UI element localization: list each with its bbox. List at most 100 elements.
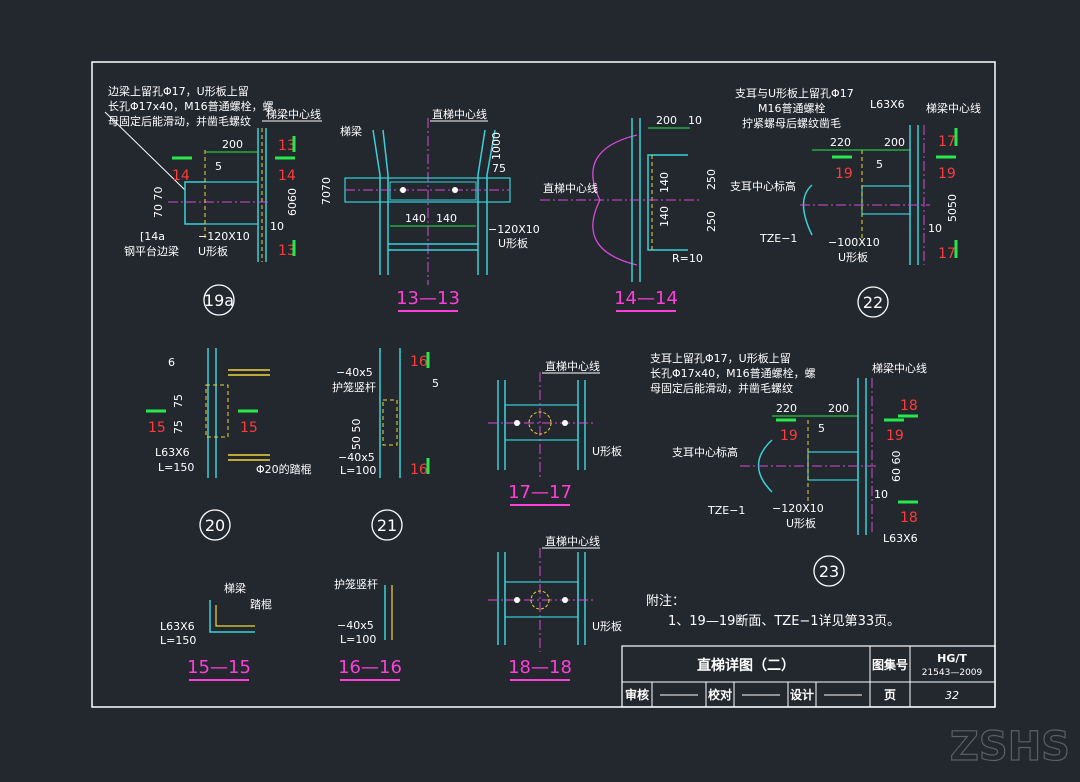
atlas-number-line2: 21543—2009 — [922, 668, 983, 678]
lug-level-label: 支耳中心标高 — [730, 179, 796, 193]
drawing-title: 直梯详图（二） — [697, 657, 795, 674]
plate-label: −120X10 — [198, 230, 250, 243]
detail-number: 23 — [819, 562, 839, 581]
note-22-line2: M16普通螺栓 — [758, 101, 826, 115]
stringer-right — [486, 129, 496, 275]
u-plate — [389, 181, 477, 201]
detail-bubble — [857, 286, 889, 318]
section-14-14: 直梯中心线 200 10 250 250 140 140 R=10 14—14 — [540, 114, 718, 312]
dim-7070: 7070 — [320, 177, 333, 205]
dim-140: 140 — [405, 212, 426, 225]
angle-label: L63X6 — [155, 446, 190, 459]
notes: 附注： 1、19—19断面、TZE−1详见第33页。 — [646, 594, 900, 629]
angle-label: L63X6 — [160, 620, 195, 633]
dim-200: 200 — [884, 136, 905, 149]
u-plate-label: U形板 — [592, 444, 622, 458]
note-19a-line1: 边梁上留孔Φ17，U形板上留 — [108, 84, 249, 98]
dim-200: 200 — [656, 114, 677, 127]
radius-label: R=10 — [672, 252, 703, 265]
centerline-label: 直梯中心线 — [545, 534, 600, 548]
title-block-frame — [621, 645, 996, 708]
notes-line-1: 1、19—19断面、TZE−1详见第33页。 — [668, 614, 900, 629]
plate-label: −120X10 — [488, 223, 540, 236]
bolt — [514, 597, 520, 603]
atlas-number-line1: HG/T — [937, 652, 967, 665]
angle-label: L63X6 — [883, 532, 918, 545]
section-mark-19: 19 — [886, 428, 904, 444]
length-label: L=150 — [158, 461, 194, 474]
section-title: 18—18 — [508, 657, 572, 678]
detail-number: 20 — [205, 516, 225, 535]
section-mark-13: 13 — [278, 138, 296, 154]
angle-plate — [205, 384, 229, 438]
check-label: 校对 — [708, 687, 732, 702]
flat-label: −40x5 — [336, 366, 373, 379]
angle-label: L63X6 — [870, 98, 905, 111]
u-plate-label: U形板 — [838, 250, 868, 264]
edge-beam-label: 钢平台边梁 — [124, 244, 179, 258]
dim-5: 5 — [818, 422, 825, 435]
rail-label: 护笼竖杆 — [332, 380, 376, 394]
dim-200: 200 — [828, 402, 849, 415]
detail-number: 21 — [377, 516, 397, 535]
dim-1000: 1000 — [490, 132, 503, 160]
rail-label: 护笼竖杆 — [334, 577, 378, 591]
dim-140: 140 — [436, 212, 457, 225]
section-15-15: 梯梁 踏棍 L63X6 L=150 15—15 — [160, 581, 272, 681]
centerline-label: 直梯中心线 — [543, 181, 598, 195]
dim-10: 10 — [270, 220, 284, 233]
notes-heading: 附注： — [646, 594, 685, 609]
title-block: 直梯详图（二） 图集号 HG/T 21543—2009 审核 校对 设计 页 3… — [621, 645, 996, 708]
dim-75: 75 — [172, 394, 185, 408]
review-label: 审核 — [625, 687, 649, 702]
tze-label: TZE−1 — [707, 504, 745, 517]
detail-bubble — [199, 509, 231, 541]
bolt — [514, 420, 520, 426]
detail-22: 支耳与U形板上留孔Φ17 M16普通螺栓 拧紧螺母后螺纹凿毛 L63X6 梯梁中… — [730, 86, 981, 318]
dim-5050: 5050 — [946, 194, 959, 222]
page-label: 页 — [884, 688, 896, 702]
rung-label: Φ20的踏棍 — [256, 462, 312, 476]
detail-20: 6 75 75 15 15 L63X6 L=150 Φ20的踏棍 20 — [146, 348, 312, 541]
section-13-13: 梯梁 直梯中心线 1000 75 7070 140 140 −120X10 U形… — [320, 107, 540, 312]
dim-10: 10 — [928, 222, 942, 235]
dim-5: 5 — [215, 160, 222, 173]
section-mark-19: 19 — [780, 428, 798, 444]
plate-label: −120X10 — [772, 502, 824, 515]
section-mark-18: 18 — [900, 398, 918, 414]
section-title: 14—14 — [614, 288, 678, 309]
centerline-label: 梯梁中心线 — [266, 107, 321, 121]
bolt — [562, 597, 568, 603]
angle-section — [209, 600, 255, 633]
bolt — [400, 187, 406, 193]
bolt — [562, 420, 568, 426]
flat-label: −40x5 — [338, 451, 375, 464]
section-18-18: 直梯中心线 U形板 18—18 — [488, 534, 622, 681]
dim-75: 75 — [492, 162, 506, 175]
section-mark-17: 17 — [938, 134, 956, 150]
length-label: L=100 — [340, 633, 376, 646]
dim-140: 140 — [658, 172, 671, 193]
tze-label: TZE−1 — [759, 232, 797, 245]
u-plate-label: U形板 — [198, 244, 228, 258]
detail-bubble — [371, 509, 403, 541]
length-label: L=150 — [160, 634, 196, 647]
channel-label: [14a — [140, 230, 165, 243]
rung-label: 踏棍 — [250, 597, 272, 611]
detail-bubble — [203, 284, 235, 316]
u-plate — [861, 185, 911, 215]
note-23-line3: 母固定后能滑动，并凿毛螺纹 — [650, 381, 793, 395]
dim-6060: 6060 — [286, 188, 299, 216]
note-22-line1: 支耳与U形板上留孔Φ17 — [735, 86, 854, 100]
section-mark-18: 18 — [900, 510, 918, 526]
flat-label: −40x5 — [337, 619, 374, 632]
section-mark-13: 13 — [278, 243, 296, 259]
detail-bubble — [813, 555, 845, 587]
dim-5: 5 — [876, 158, 883, 171]
section-title: 17—17 — [508, 482, 572, 503]
beam-label: 梯梁 — [340, 124, 362, 138]
atlas-label: 图集号 — [872, 657, 908, 672]
dim-220: 220 — [776, 402, 797, 415]
section-mark-16: 16 — [410, 354, 428, 370]
